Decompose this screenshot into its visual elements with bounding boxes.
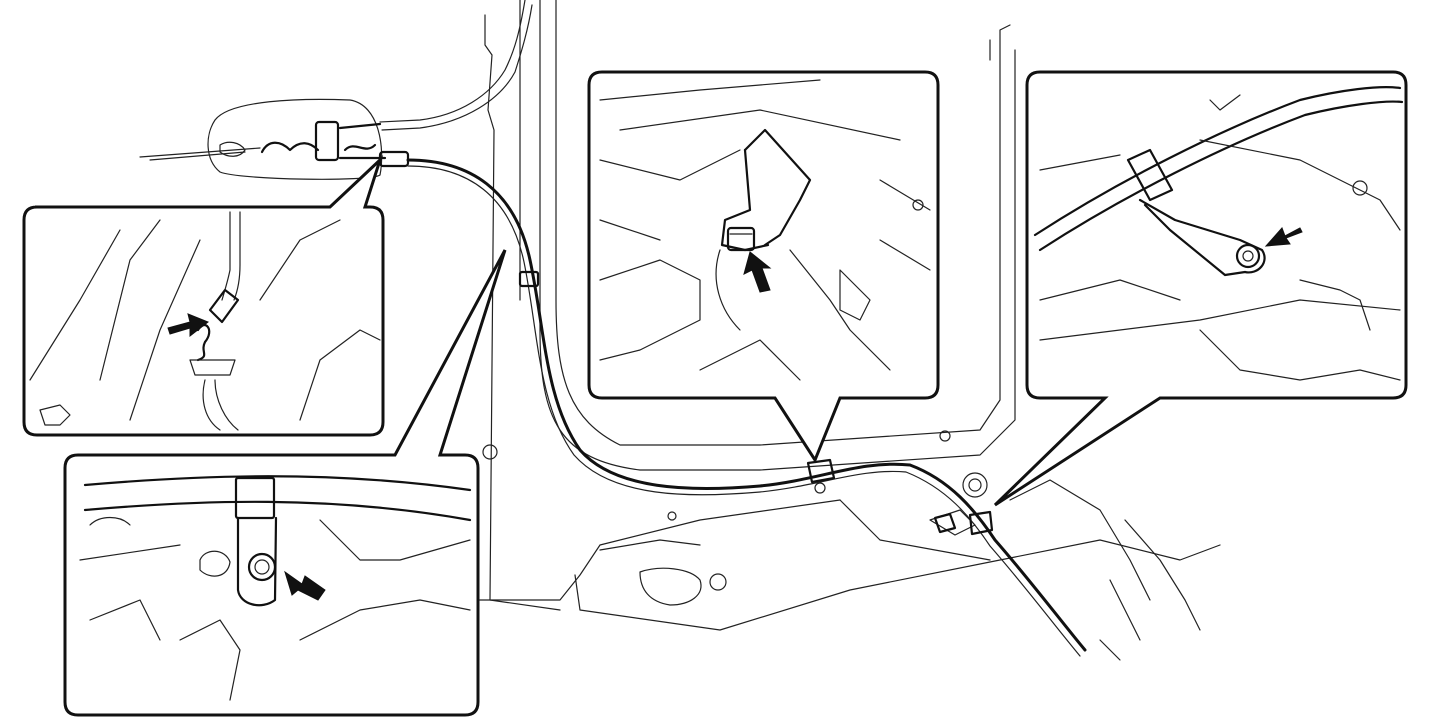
parking-brake-cable [406,158,1087,657]
detail-cable-bracket-center [587,70,940,464]
vehicle-body-outline [479,0,1221,661]
detail-front-cable-end [22,154,385,437]
detail-cable-bracket-right [993,70,1408,507]
arrow-icon [167,313,209,338]
detail-cable-clamp-left [63,249,507,717]
front-lever-assembly [139,0,533,180]
arrow-icon [743,251,772,293]
arrow-icon [1264,227,1303,247]
arrow-icon [284,570,326,601]
